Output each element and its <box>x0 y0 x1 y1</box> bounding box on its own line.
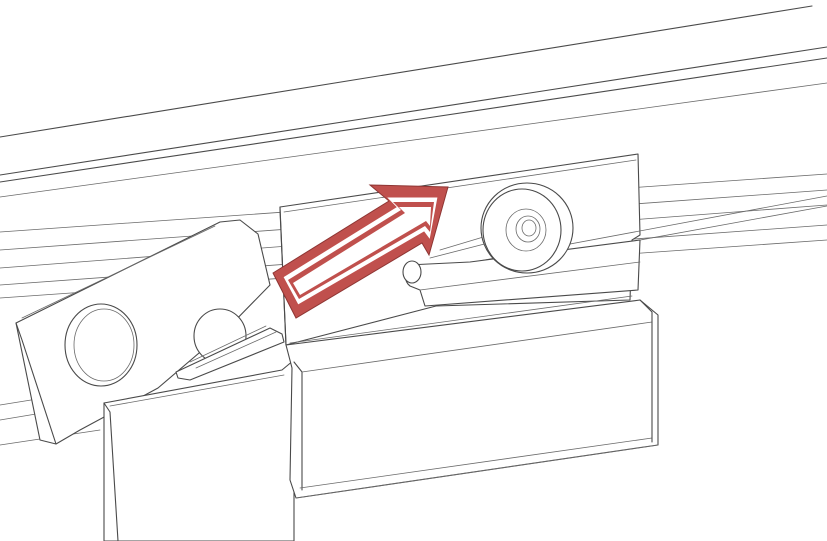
roller-wheel <box>480 182 574 274</box>
pivot-bracket <box>15 219 271 445</box>
arrow-up-right-icon <box>272 184 449 319</box>
spring-clip <box>175 325 285 381</box>
door-panel-right <box>285 299 659 499</box>
door-panel-left <box>103 359 295 541</box>
top-rail <box>0 5 827 198</box>
